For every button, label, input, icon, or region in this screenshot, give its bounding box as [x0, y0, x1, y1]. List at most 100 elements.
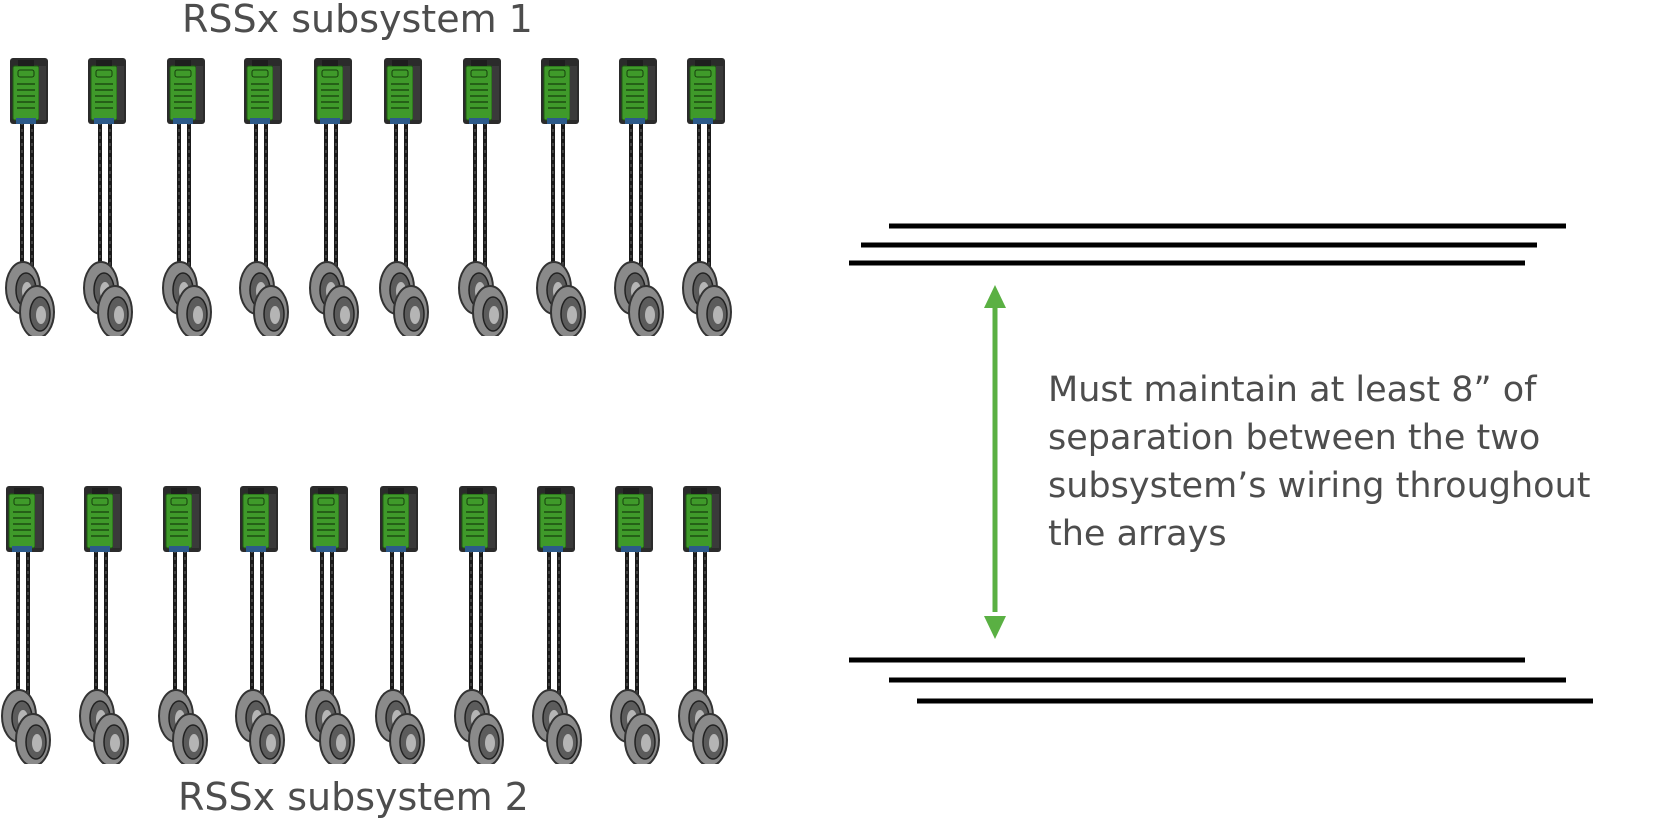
sensor-coil-hole	[567, 306, 577, 324]
sensor-coil-hole	[36, 306, 46, 324]
rssx-controller-icon	[614, 58, 664, 339]
rssx-controller-icon	[309, 58, 359, 339]
controller-face	[539, 493, 567, 549]
controller-logo	[391, 69, 409, 78]
controller-terminal-block	[693, 118, 713, 124]
controller-side	[343, 66, 350, 120]
sensor-coil	[93, 713, 129, 767]
sensor-coil-hole	[270, 306, 280, 324]
subsystem-2-device-array	[0, 484, 740, 767]
controller-logo	[95, 69, 113, 78]
rssx-controller-icon	[162, 58, 212, 339]
controller-terminal-block	[90, 546, 110, 552]
controller-side	[492, 66, 499, 120]
rssx-controller-device	[531, 484, 611, 767]
controller-logo	[170, 497, 188, 506]
controller-logo	[247, 497, 265, 506]
sensor-coil	[696, 285, 732, 339]
sensor-coil-hole	[193, 306, 203, 324]
controller-connector	[318, 488, 334, 494]
rssx-controller-device	[378, 56, 458, 339]
controller-face	[685, 493, 713, 549]
controller-face	[617, 493, 645, 549]
controller-logo	[174, 69, 192, 78]
rssx-controller-icon	[536, 58, 586, 339]
controller-connector	[695, 60, 711, 66]
sensor-coil-hole	[336, 734, 346, 752]
controller-terminal-block	[465, 546, 485, 552]
subsystem-1-title: RSSx subsystem 1	[182, 0, 533, 41]
sensor-coil	[628, 285, 664, 339]
rssx-controller-icon	[305, 486, 355, 767]
controller-connector	[252, 60, 268, 66]
controller-terminal-block	[246, 546, 266, 552]
controller-face	[169, 65, 197, 121]
controller-logo	[91, 497, 109, 506]
controller-connector	[171, 488, 187, 494]
controller-side	[113, 494, 120, 548]
rssx-controller-icon	[158, 486, 208, 767]
sensor-coil-hole	[641, 734, 651, 752]
sensor-coil	[323, 285, 359, 339]
controller-connector	[545, 488, 561, 494]
rssx-controller-icon	[83, 58, 133, 339]
controller-logo	[13, 497, 31, 506]
rssx-controller-icon	[239, 58, 289, 339]
controller-terminal-block	[169, 546, 189, 552]
sensor-coil	[319, 713, 355, 767]
rssx-controller-icon	[375, 486, 425, 767]
rssx-controller-device	[4, 56, 84, 339]
sensor-coil	[249, 713, 285, 767]
rssx-controller-icon	[678, 486, 728, 767]
controller-connector	[96, 60, 112, 66]
rssx-controller-device	[613, 56, 693, 339]
rssx-controller-device	[457, 56, 537, 339]
controller-face	[8, 493, 36, 549]
rssx-controller-device	[157, 484, 237, 767]
sensor-coil-hole	[266, 734, 276, 752]
controller-connector	[392, 60, 408, 66]
controller-side	[35, 494, 42, 548]
subsystem-1-wiring-bundle	[849, 223, 1566, 266]
sensor-coil	[472, 285, 508, 339]
controller-side	[716, 66, 723, 120]
controller-logo	[466, 497, 484, 506]
controller-connector	[322, 60, 338, 66]
controller-face	[12, 65, 40, 121]
controller-terminal-block	[547, 118, 567, 124]
controller-terminal-block	[250, 118, 270, 124]
controller-side	[566, 494, 573, 548]
separation-note-line-1: Must maintain at least 8” of	[1048, 370, 1537, 410]
controller-face	[312, 493, 340, 549]
rssx-controller-device	[238, 56, 318, 339]
controller-connector	[691, 488, 707, 494]
controller-side	[648, 66, 655, 120]
rssx-controller-icon	[610, 486, 660, 767]
controller-face	[621, 65, 649, 121]
controller-logo	[317, 497, 335, 506]
controller-face	[386, 65, 414, 121]
sensor-coil-hole	[189, 734, 199, 752]
subsystem-2-wiring-bundle	[849, 657, 1593, 704]
rssx-controller-device	[535, 56, 615, 339]
sensor-coil-hole	[645, 306, 655, 324]
controller-connector	[14, 488, 30, 494]
controller-terminal-block	[621, 546, 641, 552]
separation-arrow-head-bottom	[984, 616, 1006, 639]
sensor-coil	[15, 713, 51, 767]
rssx-controller-device	[304, 484, 384, 767]
sensor-coil-hole	[340, 306, 350, 324]
controller-terminal-block	[390, 118, 410, 124]
separation-note-line-4: the arrays	[1048, 514, 1227, 554]
controller-terminal-block	[16, 118, 36, 124]
controller-face	[242, 493, 270, 549]
rssx-controller-icon	[79, 486, 129, 767]
controller-logo	[622, 497, 640, 506]
controller-face	[165, 493, 193, 549]
controller-logo	[470, 69, 488, 78]
separation-note-line-3: subsystem’s wiring throughout	[1048, 466, 1591, 506]
sensor-coil-hole	[406, 734, 416, 752]
controller-side	[339, 494, 346, 548]
separation-arrow	[984, 285, 1006, 639]
sensor-coil-hole	[410, 306, 420, 324]
